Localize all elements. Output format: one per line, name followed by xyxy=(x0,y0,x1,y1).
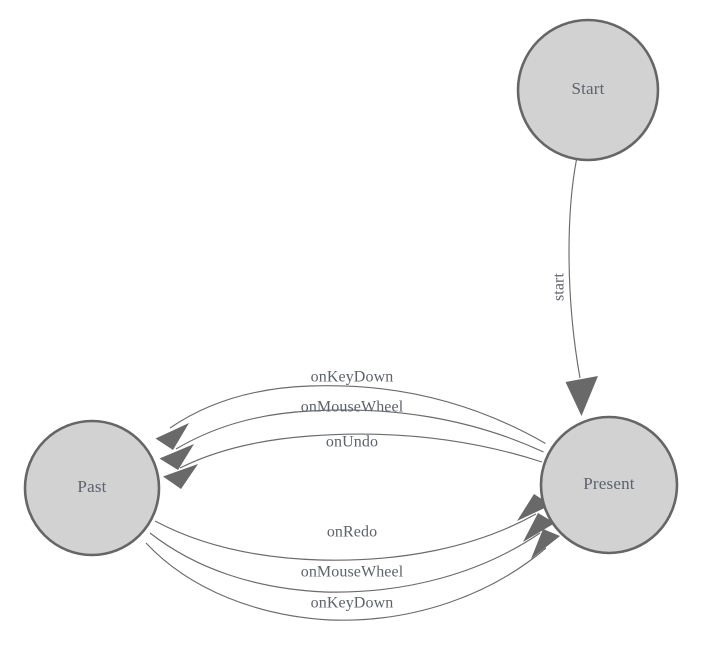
node-past-circle xyxy=(23,419,161,557)
edge-present-to-past-onmousewheel[interactable]: onMouseWheel xyxy=(159,399,544,470)
edge-past-to-present-onmousewheel-path xyxy=(149,532,541,593)
node-present[interactable]: Present xyxy=(539,415,679,555)
edge-past-to-present-onkeydown-label: onKeyDown xyxy=(311,595,394,612)
edge-past-to-present-onredo[interactable]: onRedo xyxy=(154,494,551,561)
edge-present-to-past-onkeydown-label: onKeyDown xyxy=(311,369,394,386)
node-start-label: Start xyxy=(571,79,604,98)
edge-start-arrowhead xyxy=(565,376,598,416)
edge-present-to-past-onkeydown[interactable]: onKeyDown xyxy=(155,369,546,450)
edge-present-to-past-onmousewheel-label: onMouseWheel xyxy=(301,399,404,416)
edge-present-to-past-onundo-label: onUndo xyxy=(326,434,378,451)
node-start[interactable]: Start xyxy=(516,18,660,162)
edge-present-to-past-onmousewheel-path xyxy=(175,409,544,453)
edge-past-to-present-onkeydown-arrowhead xyxy=(531,529,560,559)
edge-present-to-past-onkeydown-arrowhead xyxy=(155,423,189,450)
node-past-label: Past xyxy=(77,477,106,496)
edge-start-label: start xyxy=(551,273,568,302)
edge-start-path xyxy=(568,159,581,379)
edge-present-to-past-onundo[interactable]: onUndo xyxy=(163,433,543,489)
edge-past-to-present-onkeydown[interactable]: onKeyDown xyxy=(145,529,560,621)
edge-past-to-present-onmousewheel-arrowhead xyxy=(523,513,555,542)
edge-start[interactable]: start xyxy=(551,159,598,417)
node-start-circle xyxy=(516,18,660,162)
node-present-circle xyxy=(539,415,679,555)
edge-present-to-past-onundo-path xyxy=(179,433,543,469)
edge-present-to-past-onkeydown-path xyxy=(169,385,546,444)
node-present-label: Present xyxy=(583,474,635,493)
edge-past-to-present-onkeydown-path xyxy=(145,542,547,621)
edge-past-to-present-onmousewheel-label: onMouseWheel xyxy=(301,564,404,581)
edge-past-to-present-onredo-label: onRedo xyxy=(327,524,377,541)
edge-past-to-present-onredo-path xyxy=(154,513,537,561)
node-past[interactable]: Past xyxy=(23,419,161,557)
edge-present-to-past-onmousewheel-arrowhead xyxy=(159,444,194,470)
edge-past-to-present-onmousewheel[interactable]: onMouseWheel xyxy=(149,513,555,593)
edge-present-to-past-onundo-arrowhead xyxy=(163,464,198,489)
